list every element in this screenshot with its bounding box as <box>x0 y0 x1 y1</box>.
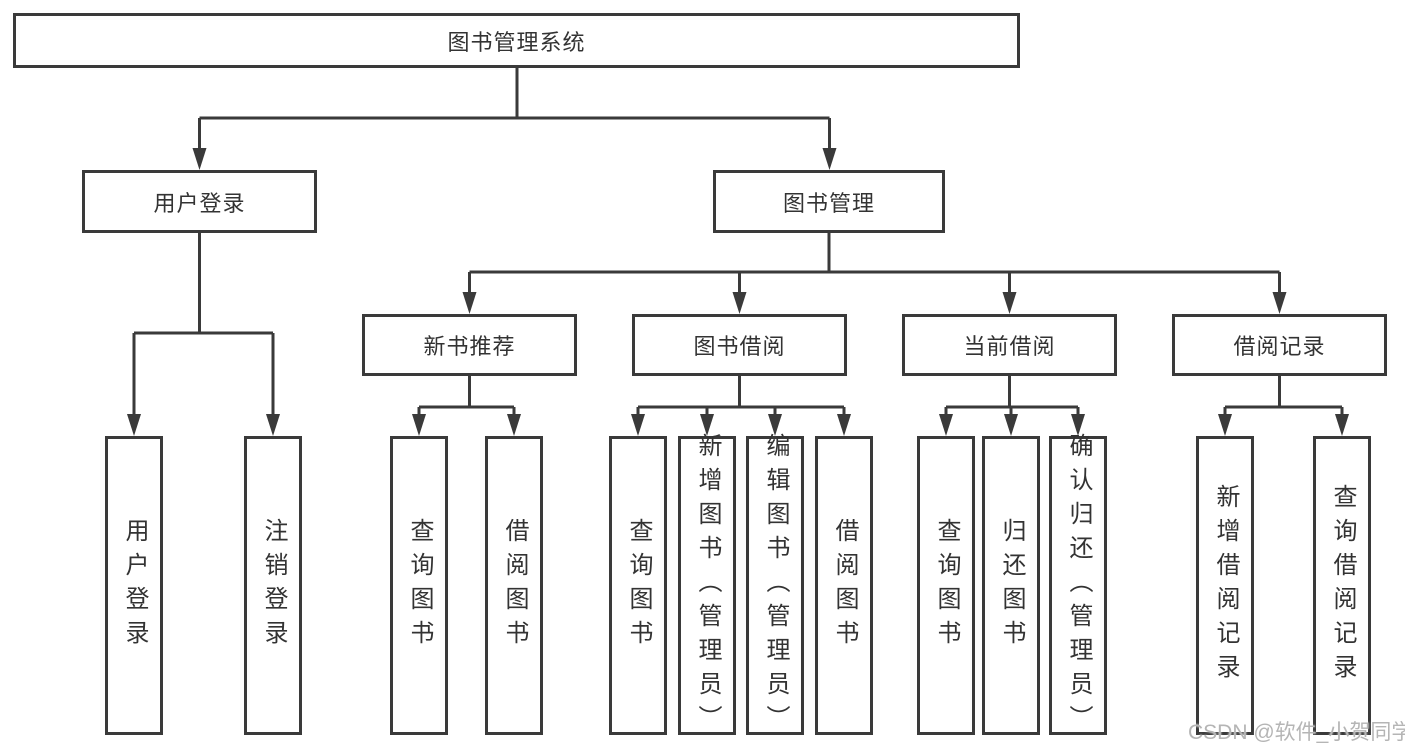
leaf-label: 借阅图书 <box>501 517 528 654</box>
leaf-label: 归还图书 <box>998 517 1025 654</box>
leaf-label: 查询图书 <box>933 517 960 654</box>
connector-records-to-leaves <box>1223 376 1344 420</box>
node-label: 当前借阅 <box>963 334 1056 359</box>
leaf-add-borrow-record: 新增借阅记录 <box>1196 436 1254 735</box>
arrow-down-icon <box>266 414 280 436</box>
connector-newbooks-to-leaves <box>417 376 516 420</box>
arrow-down-icon <box>1002 292 1017 314</box>
arrow-down-icon <box>939 414 953 436</box>
node-label: 图书借阅 <box>693 334 786 359</box>
connector-root-to-level2 <box>198 65 831 152</box>
node-new-book-recommendation: 新书推荐 <box>362 314 577 376</box>
leaf-return-books: 归还图书 <box>982 436 1040 735</box>
arrow-down-icon <box>462 292 477 314</box>
node-label: 用户登录 <box>153 190 246 216</box>
leaf-label: 编辑图书（管理员） <box>762 432 789 739</box>
node-label: 图书管理 <box>782 190 875 216</box>
node-book-borrowing: 图书借阅 <box>632 314 847 376</box>
arrow-down-icon <box>1004 414 1018 436</box>
leaf-add-books-admin: 新增图书（管理员） <box>678 433 736 739</box>
leaf-user-login: 用户登录 <box>105 436 163 735</box>
arrow-down-icon <box>127 414 141 436</box>
node-label: 新书推荐 <box>423 334 516 359</box>
node-library-management-system: 图书管理系统 <box>13 13 1020 68</box>
node-user-login: 用户登录 <box>82 170 317 233</box>
leaf-query-books-current: 查询图书 <box>917 436 975 735</box>
arrow-down-icon <box>412 414 426 436</box>
leaf-confirm-return-admin: 确认归还（管理员） <box>1049 433 1107 739</box>
arrow-down-icon <box>1335 414 1349 436</box>
arrow-down-icon <box>631 414 645 436</box>
leaf-label: 查询借阅记录 <box>1329 483 1356 688</box>
node-label: 图书管理系统 <box>447 29 586 55</box>
csdn-watermark: CSDN @软件_小贺同学 <box>1188 721 1405 744</box>
node-label: 借阅记录 <box>1233 334 1326 359</box>
arrow-down-icon <box>192 148 207 170</box>
arrow-down-icon <box>507 414 521 436</box>
node-borrowing-records: 借阅记录 <box>1172 314 1387 376</box>
leaf-label: 借阅图书 <box>831 517 858 654</box>
leaf-label: 注销登录 <box>260 517 287 654</box>
leaf-label: 查询图书 <box>625 517 652 654</box>
leaf-label: 查询图书 <box>406 517 433 654</box>
leaf-label: 确认归还（管理员） <box>1065 432 1092 739</box>
leaf-label: 新增图书（管理员） <box>694 432 721 739</box>
arrow-down-icon <box>837 414 851 436</box>
leaf-query-books-recommend: 查询图书 <box>390 436 448 735</box>
leaf-borrow-books: 借阅图书 <box>815 436 873 735</box>
arrow-down-icon <box>822 148 837 170</box>
node-book-management: 图书管理 <box>713 170 945 233</box>
leaf-query-borrow-records: 查询借阅记录 <box>1313 436 1371 735</box>
node-current-borrowing: 当前借阅 <box>902 314 1117 376</box>
connector-currentborrow-to-leaves <box>944 376 1080 420</box>
leaf-label: 新增借阅记录 <box>1212 483 1239 688</box>
arrow-down-icon <box>1218 414 1232 436</box>
arrow-down-icon <box>732 292 747 314</box>
leaf-borrow-books-recommend: 借阅图书 <box>485 436 543 735</box>
connector-userlogin-to-leaves <box>132 233 275 418</box>
leaf-edit-books-admin: 编辑图书（管理员） <box>746 433 804 739</box>
leaf-logout: 注销登录 <box>244 436 302 735</box>
arrow-down-icon <box>1272 292 1287 314</box>
connector-mgmt-to-modules <box>468 233 1281 296</box>
leaf-label: 用户登录 <box>121 517 148 654</box>
connector-bookborrow-to-leaves <box>636 376 846 420</box>
leaf-query-books-borrow: 查询图书 <box>609 436 667 735</box>
